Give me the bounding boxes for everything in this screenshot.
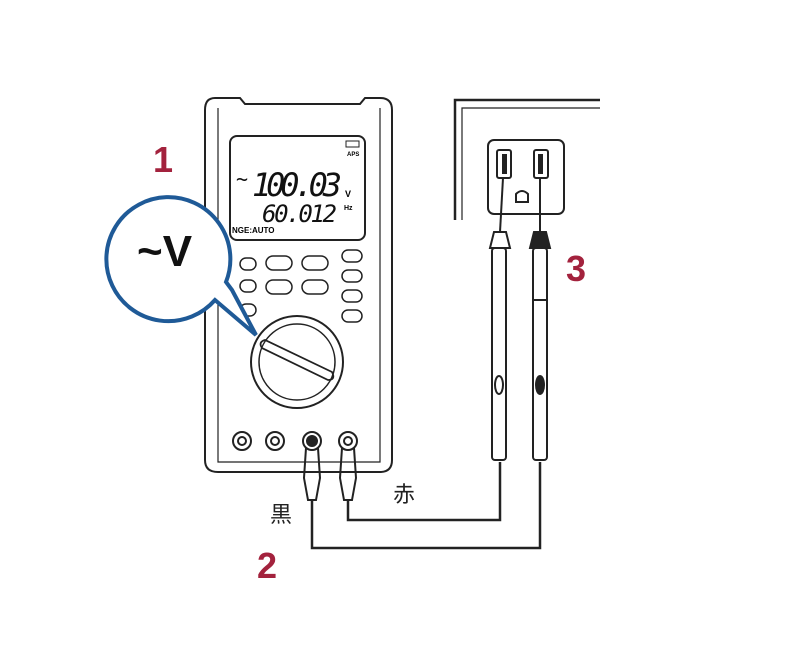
sub-reading: 60.012	[262, 200, 337, 228]
input-jacks	[232, 431, 358, 451]
step-2-label: 2	[257, 545, 277, 586]
black-plug	[302, 447, 322, 501]
ac-symbol: ~	[236, 167, 248, 191]
black-wire	[310, 462, 542, 550]
black-lead-label: 黒	[270, 503, 292, 528]
red-wire	[346, 462, 502, 522]
multimeter-body	[204, 97, 393, 473]
main-reading: 100.03	[252, 166, 342, 204]
probe-left	[488, 177, 512, 461]
aps-label: APS	[347, 152, 359, 158]
callout-bubble	[104, 195, 258, 337]
main-unit: V	[345, 189, 351, 199]
range-label: NGE:AUTO	[232, 226, 275, 235]
lcd-screen	[229, 135, 366, 241]
step-3-label: 3	[566, 248, 586, 289]
wall-outlet	[453, 98, 600, 220]
rotary-dial[interactable]	[250, 315, 344, 409]
red-lead-label: 赤	[393, 483, 415, 508]
acv-callout-label: ~V	[137, 227, 193, 276]
sub-unit: Hz	[344, 205, 353, 212]
function-buttons	[239, 249, 363, 323]
probe-right	[528, 178, 552, 461]
red-plug	[338, 447, 358, 501]
battery-icon	[345, 140, 360, 148]
step-1-label: 1	[153, 139, 173, 180]
